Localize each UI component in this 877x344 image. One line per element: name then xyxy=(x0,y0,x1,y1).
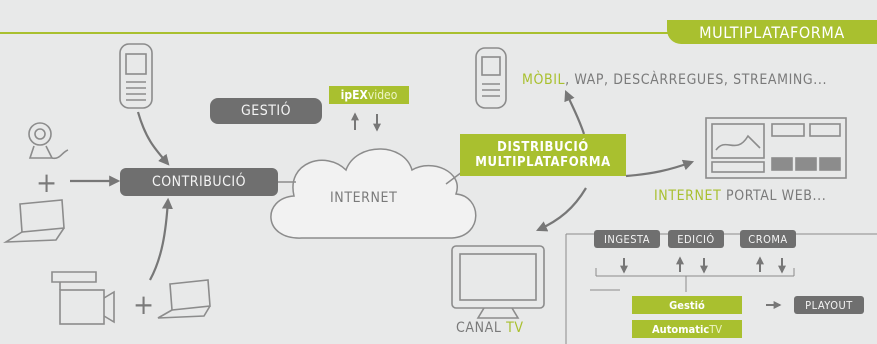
smartphone-icon-contribution xyxy=(119,43,153,109)
tv-icon xyxy=(451,245,545,319)
camcorder-icon xyxy=(51,271,115,325)
arrow-phone-to-contribucio xyxy=(136,111,170,166)
header-title: MULTIPLATAFORMA xyxy=(667,20,877,44)
webcam-icon xyxy=(28,122,69,160)
canal-tv-highlight: TV xyxy=(506,320,524,336)
internet-label: INTERNET xyxy=(330,190,398,206)
laptop-icon-bottom xyxy=(157,279,211,319)
ingesta-box: INGESTA xyxy=(594,230,660,248)
contribucio-box: CONTRIBUCIÓ xyxy=(120,168,278,196)
automatic-tv-box: Automatic TV xyxy=(632,320,742,338)
mobil-label: MÒBIL, WAP, DESCÀRREGUES, STREAMING... xyxy=(522,72,827,88)
ipex-logo-bold: ipEX xyxy=(340,88,368,102)
smartphone-icon-mobile xyxy=(475,47,507,109)
plus-sign: + xyxy=(133,288,155,321)
arrow-to-internet-portal xyxy=(625,159,695,178)
connector-internet-distribucio xyxy=(445,171,463,185)
distribucio-box: DISTRIBUCIÓ MULTIPLATAFORMA xyxy=(460,134,626,176)
distribucio-line1: DISTRIBUCIÓ xyxy=(497,140,589,155)
plus-sign: + xyxy=(36,166,58,199)
internet-portal-highlight: INTERNET xyxy=(654,188,722,204)
arrow-to-canal-tv xyxy=(535,187,587,232)
arrow-camcorder-to-contribucio xyxy=(149,197,173,281)
edicio-box: EDICIÓ xyxy=(668,230,724,248)
playout-box: PLAYOUT xyxy=(794,296,864,314)
gestio-box: GESTIÓ xyxy=(210,98,322,124)
automatic-light: TV xyxy=(709,322,723,336)
canal-text: CANAL xyxy=(456,320,507,336)
mobil-rest: , WAP, DESCÀRREGUES, STREAMING... xyxy=(565,72,828,88)
ipex-logo-light: video xyxy=(367,88,398,102)
distribucio-line2: MULTIPLATAFORMA xyxy=(475,155,611,170)
laptop-icon-left xyxy=(3,199,65,243)
web-portal-icon xyxy=(705,117,847,179)
canal-tv-label: CANAL TV xyxy=(456,320,524,336)
mobil-highlight: MÒBIL xyxy=(522,72,566,88)
gestio-small-box: Gestió xyxy=(632,296,742,314)
internet-portal-rest: PORTAL WEB... xyxy=(721,188,827,204)
internet-cloud xyxy=(270,148,477,239)
arrow-to-mobil xyxy=(564,89,586,135)
automatic-bold: Automatic xyxy=(651,322,710,336)
croma-box: CROMA xyxy=(740,230,796,248)
internet-portal-label: INTERNET PORTAL WEB... xyxy=(654,188,826,204)
